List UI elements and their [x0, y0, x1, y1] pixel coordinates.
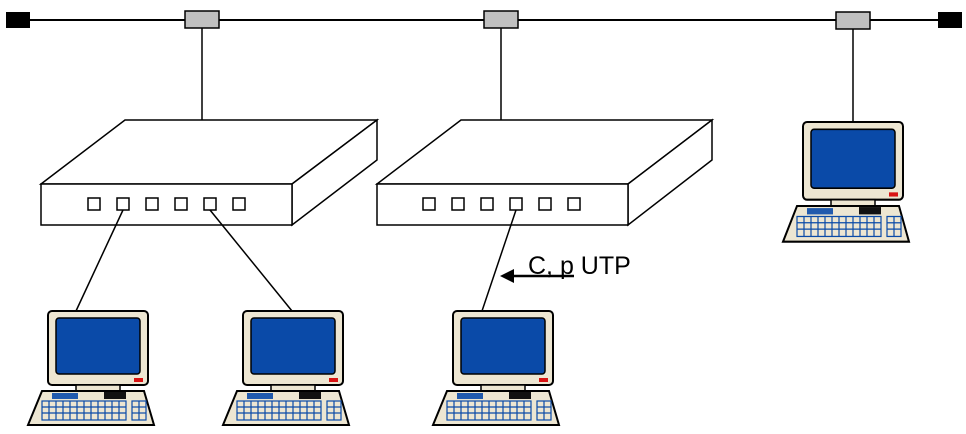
bus-terminator-icon [6, 12, 30, 28]
hub-icon [374, 118, 715, 227]
cable-label: C, p UTP [528, 252, 631, 280]
computer-icon [432, 310, 560, 426]
utp-cable [209, 209, 293, 312]
t-connector-icon [835, 11, 871, 30]
computer-icon [27, 310, 155, 426]
computer-icon [781, 120, 911, 243]
bus-terminator-icon [938, 12, 962, 28]
t-connector-icon [184, 10, 220, 29]
utp-cable [481, 209, 517, 312]
t-connector-icon [483, 10, 519, 29]
utp-cable [75, 209, 124, 312]
arrow-icon [500, 269, 574, 283]
hub-icon [38, 118, 380, 227]
computer-icon [222, 310, 350, 426]
